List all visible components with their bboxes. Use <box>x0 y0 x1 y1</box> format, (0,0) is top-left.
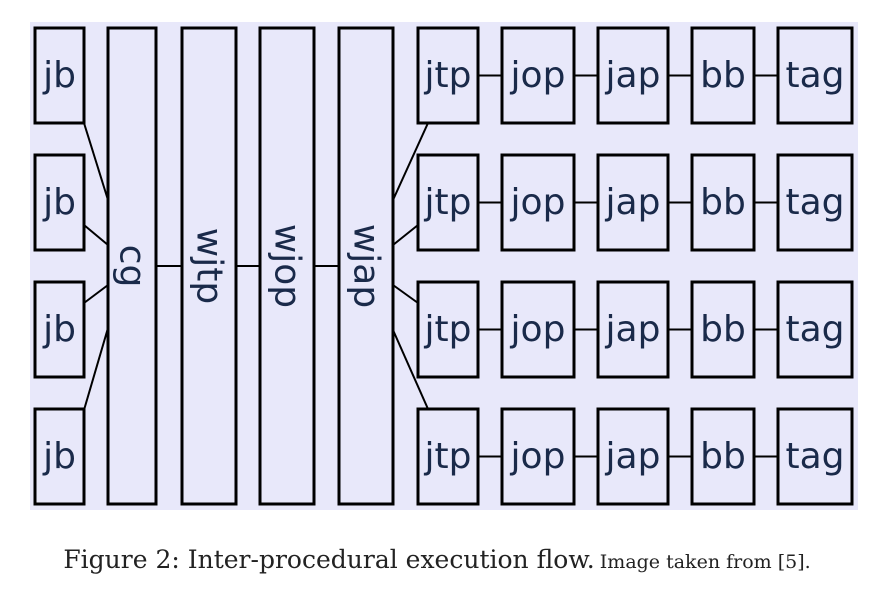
connector-line <box>392 122 429 201</box>
column-cg-box <box>106 26 158 506</box>
jap-box-row-1-label: jap <box>605 55 661 96</box>
jtp-box-row-1-label: jtp <box>424 55 472 96</box>
jb-box-row-2-box <box>33 153 86 252</box>
column-wjop-box <box>258 26 316 506</box>
bb-box-row-3-box <box>690 280 756 379</box>
jb-box-row-1-label: jb <box>42 55 76 96</box>
jtp-box-row-3: jtp <box>416 280 480 379</box>
connector-line <box>83 284 109 304</box>
jop-box-row-3: jop <box>500 280 576 379</box>
jap-box-row-3-label: jap <box>605 309 661 350</box>
connector-lines <box>83 74 778 458</box>
jap-box-row-4-box <box>596 407 670 506</box>
jtp-box-row-3-label: jtp <box>424 309 472 350</box>
jtp-box-row-3-box <box>416 280 480 379</box>
caption-main: Figure 2: Inter-procedural execution flo… <box>63 545 595 574</box>
connector-line <box>392 284 419 304</box>
caption-source: Image taken from [5]. <box>599 551 811 573</box>
jb-box-row-4: jb <box>33 407 86 506</box>
tag-box-row-2-label: tag <box>785 182 844 223</box>
column-wjap-label: wjap <box>346 224 387 308</box>
column-wjtp-label: wjtp <box>189 228 230 304</box>
jop-box-row-4-label: jop <box>510 436 566 477</box>
jb-box-row-4-box <box>33 407 86 506</box>
jap-box-row-2-label: jap <box>605 182 661 223</box>
jtp-box-row-2-box <box>416 153 480 252</box>
tag-box-row-3-box <box>776 280 854 379</box>
figure-caption: Figure 2: Inter-procedural execution flo… <box>0 545 874 574</box>
column-wjap: wjap <box>337 26 395 506</box>
bb-box-row-4-box <box>690 407 756 506</box>
tag-box-row-1-label: tag <box>785 55 844 96</box>
jop-box-row-1-box <box>500 26 576 125</box>
jb-box-row-2: jb <box>33 153 86 252</box>
column-wjop: wjop <box>258 26 316 506</box>
connector-line <box>83 327 109 411</box>
jtp-box-row-4: jtp <box>416 407 480 506</box>
tag-box-row-2-box <box>776 153 854 252</box>
jap-box-row-4-label: jap <box>605 436 661 477</box>
jb-box-row-1: jb <box>33 26 86 125</box>
bb-box-row-4-label: bb <box>700 436 746 477</box>
jtp-box-row-4-box <box>416 407 480 506</box>
column-wjap-box <box>337 26 395 506</box>
bb-box-row-2: bb <box>690 153 756 252</box>
jop-box-row-2: jop <box>500 153 576 252</box>
jop-box-row-1: jop <box>500 26 576 125</box>
connector-line <box>83 122 109 201</box>
jap-box-row-1-box <box>596 26 670 125</box>
bb-box-row-1-label: bb <box>700 55 746 96</box>
jop-box-row-3-box <box>500 280 576 379</box>
column-cg: cg <box>106 26 158 506</box>
column-wjop-label: wjop <box>267 224 308 308</box>
jop-box-row-4-box <box>500 407 576 506</box>
bb-box-row-2-label: bb <box>700 182 746 223</box>
jop-box-row-3-label: jop <box>510 309 566 350</box>
jb-box-row-4-label: jb <box>42 436 76 477</box>
jtp-box-row-2: jtp <box>416 153 480 252</box>
jtp-box-row-4-label: jtp <box>424 436 472 477</box>
jb-box-row-2-label: jb <box>42 182 76 223</box>
jb-box-row-3-label: jb <box>42 309 76 350</box>
jap-box-row-2-box <box>596 153 670 252</box>
column-wjtp-box <box>180 26 238 506</box>
column-cg-label: cg <box>112 245 153 288</box>
jap-box-row-1: jap <box>596 26 670 125</box>
jtp-box-row-2-label: jtp <box>424 182 472 223</box>
bb-box-row-4: bb <box>690 407 756 506</box>
bb-box-row-2-box <box>690 153 756 252</box>
jb-box-row-3-box <box>33 280 86 379</box>
jap-box-row-3: jap <box>596 280 670 379</box>
jb-box-row-1-box <box>33 26 86 125</box>
tag-box-row-4-box <box>776 407 854 506</box>
connector-line <box>83 224 109 246</box>
tag-box-row-3: tag <box>776 280 854 379</box>
tag-box-row-2: tag <box>776 153 854 252</box>
jop-box-row-4: jop <box>500 407 576 506</box>
tag-box-row-1: tag <box>776 26 854 125</box>
bb-box-row-3-label: bb <box>700 309 746 350</box>
jop-box-row-2-box <box>500 153 576 252</box>
jop-box-row-1-label: jop <box>510 55 566 96</box>
tag-box-row-3-label: tag <box>785 309 844 350</box>
bb-box-row-3: bb <box>690 280 756 379</box>
tag-box-row-4-label: tag <box>785 436 844 477</box>
tag-box-row-1-box <box>776 26 854 125</box>
bb-box-row-1: bb <box>690 26 756 125</box>
jap-box-row-2: jap <box>596 153 670 252</box>
jtp-box-row-1: jtp <box>416 26 480 125</box>
jtp-box-row-1-box <box>416 26 480 125</box>
bb-box-row-1-box <box>690 26 756 125</box>
tag-box-row-4: tag <box>776 407 854 506</box>
jap-box-row-3-box <box>596 280 670 379</box>
connector-line <box>392 224 419 246</box>
jap-box-row-4: jap <box>596 407 670 506</box>
jop-box-row-2-label: jop <box>510 182 566 223</box>
column-wjtp: wjtp <box>180 26 238 506</box>
jb-box-row-3: jb <box>33 280 86 379</box>
connector-line <box>392 329 429 410</box>
